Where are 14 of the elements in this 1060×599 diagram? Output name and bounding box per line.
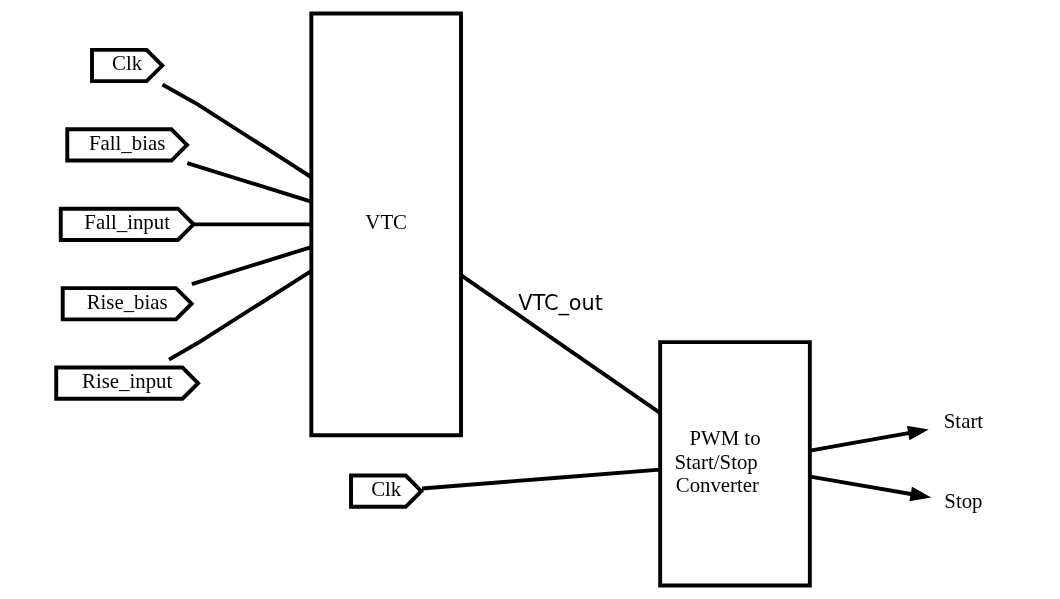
connector: [161, 82, 313, 179]
connector: [421, 467, 660, 491]
node-text: Start: [943, 409, 984, 434]
arrow: [809, 425, 929, 453]
node-text: Stop: [944, 488, 983, 513]
node-box: VTC: [309, 11, 463, 438]
connector: [186, 161, 312, 204]
connector: [460, 273, 662, 415]
edge-label: VTC_out: [518, 290, 603, 315]
arrow: [809, 474, 932, 502]
connector: [167, 269, 313, 362]
connector: [193, 222, 311, 227]
node-box: PWM to Start/Stop Converter: [658, 340, 812, 588]
connector: [191, 245, 312, 286]
